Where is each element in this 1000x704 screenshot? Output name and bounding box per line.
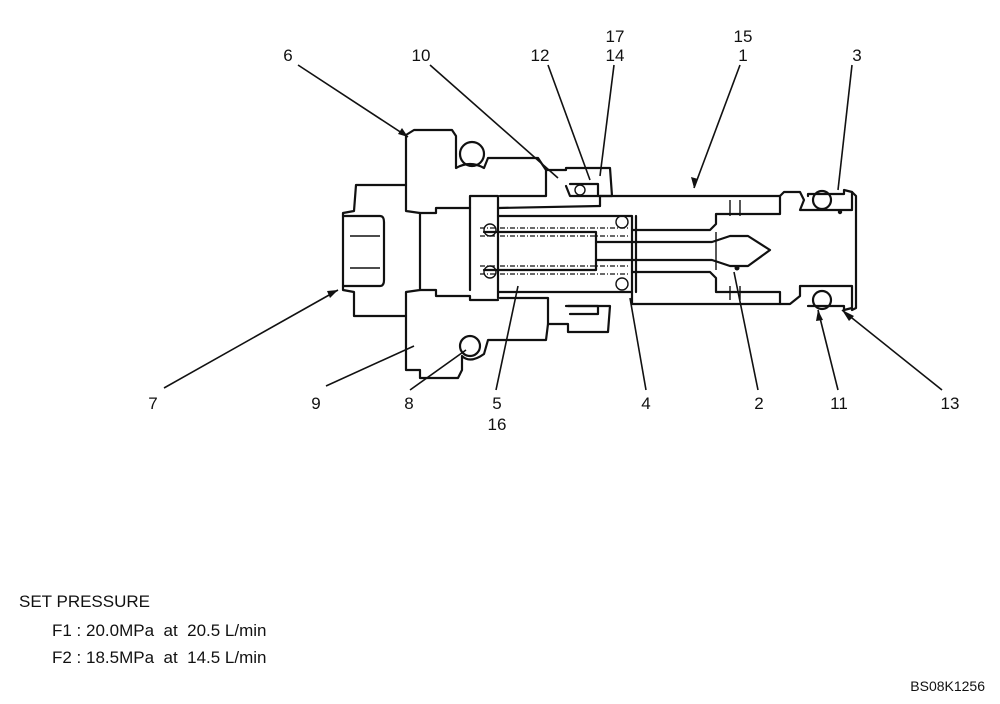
callout-1: 1 [738, 46, 747, 65]
callout-leader-lines [163, 64, 943, 391]
callout-10: 10 [412, 46, 431, 65]
callout-12: 12 [531, 46, 550, 65]
set-pressure-block: SET PRESSURE F1 : 20.0MPa at 20.5 L/min … [19, 588, 267, 671]
callout-11: 11 [830, 394, 848, 413]
callout-2: 2 [754, 394, 763, 413]
callout-14: 14 [606, 46, 625, 65]
callout-7: 7 [148, 394, 157, 413]
set-pressure-heading: SET PRESSURE [19, 592, 151, 611]
callout-3: 3 [852, 46, 861, 65]
valve-assembly-drawing [341, 128, 858, 380]
callout-labels: 6 10 12 17 14 15 1 3 7 9 8 5 16 4 2 11 1… [148, 27, 959, 434]
callout-4: 4 [641, 394, 650, 413]
callout-15: 15 [734, 27, 753, 46]
drawing-code-label: BS08K1256 [910, 678, 985, 694]
set-pressure-f2: F2 : 18.5MPa at 14.5 L/min [52, 648, 267, 667]
callout-8: 8 [404, 394, 413, 413]
callout-17: 17 [606, 27, 625, 46]
set-pressure-f1: F1 : 20.0MPa at 20.5 L/min [52, 621, 267, 640]
callout-9: 9 [311, 394, 320, 413]
callout-16: 16 [488, 415, 507, 434]
callout-6: 6 [283, 46, 292, 65]
callout-13: 13 [941, 394, 960, 413]
callout-5: 5 [492, 394, 501, 413]
